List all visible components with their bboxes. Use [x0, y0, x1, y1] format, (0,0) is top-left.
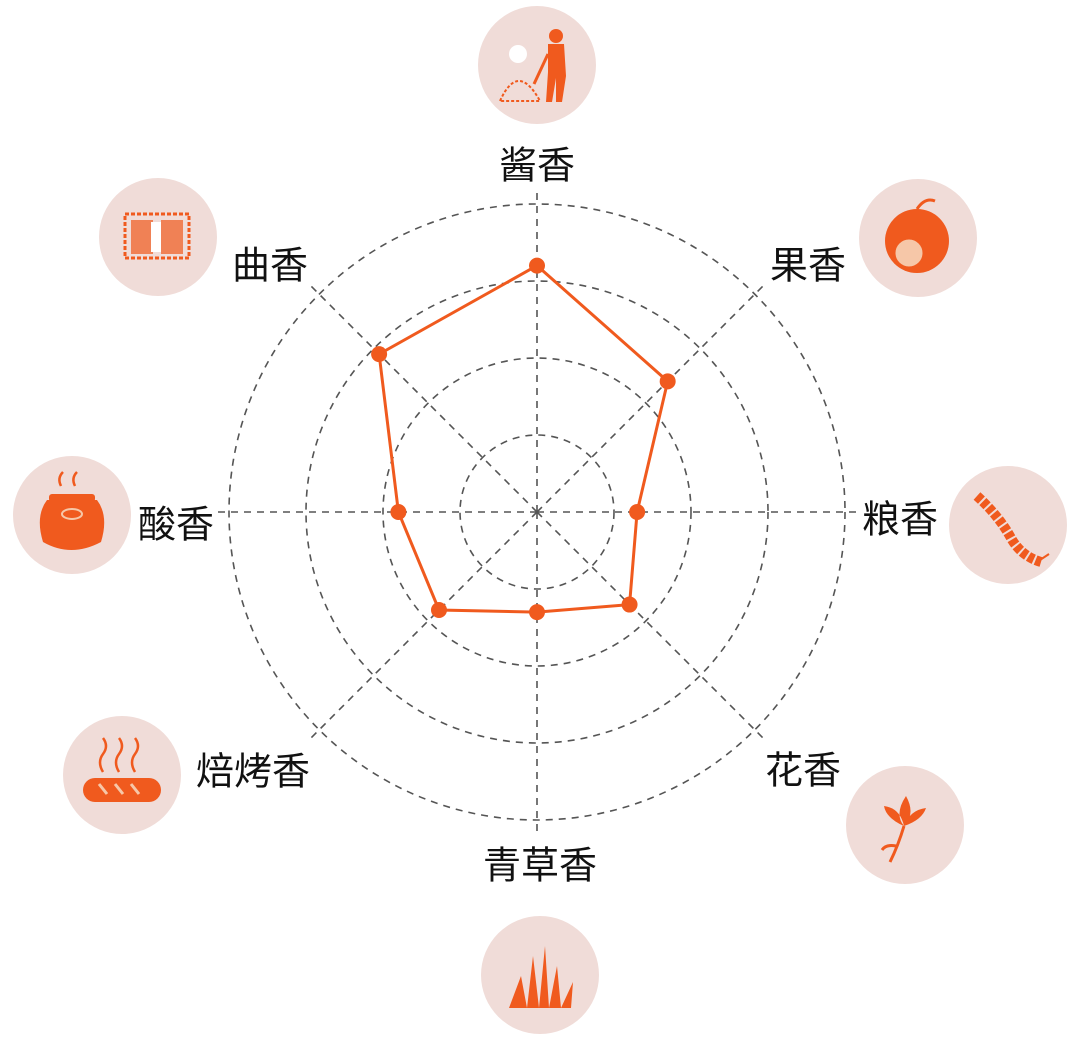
- axis-label: 曲香: [231, 243, 309, 288]
- grid-ring: [228, 203, 846, 821]
- grid-spoke: [536, 511, 766, 741]
- series-line: [377, 263, 670, 614]
- data-point: [371, 346, 388, 363]
- farmer-pile-icon: [478, 6, 596, 124]
- axis-label: 粮香: [861, 497, 939, 542]
- grid-ring: [382, 357, 692, 667]
- axis-label: 焙烤香: [195, 749, 311, 794]
- flower-icon: [846, 766, 964, 884]
- axis-label: 果香: [769, 243, 847, 288]
- bread-icon: [63, 716, 181, 834]
- qu-brick-icon: [99, 178, 217, 296]
- axis-label: 酸香: [137, 502, 215, 547]
- data-point: [621, 596, 638, 613]
- axis-label: 青草香: [482, 843, 598, 888]
- axis-label: 酱香: [498, 143, 576, 188]
- grid-ring: [459, 434, 615, 590]
- grid-spoke: [308, 283, 538, 513]
- data-point: [629, 504, 646, 520]
- grid-spoke: [308, 511, 538, 741]
- data-point: [430, 602, 447, 619]
- axis-label: 花香: [764, 748, 842, 793]
- pot-icon: [13, 456, 131, 574]
- grid-ring: [305, 280, 769, 744]
- data-point: [390, 504, 407, 520]
- data-point: [659, 373, 676, 390]
- fruit-icon: [859, 179, 977, 297]
- data-point: [529, 257, 545, 274]
- grass-icon: [481, 916, 599, 1034]
- data-point: [529, 604, 545, 621]
- grid-spoke: [536, 283, 766, 513]
- grain-icon: [949, 466, 1067, 584]
